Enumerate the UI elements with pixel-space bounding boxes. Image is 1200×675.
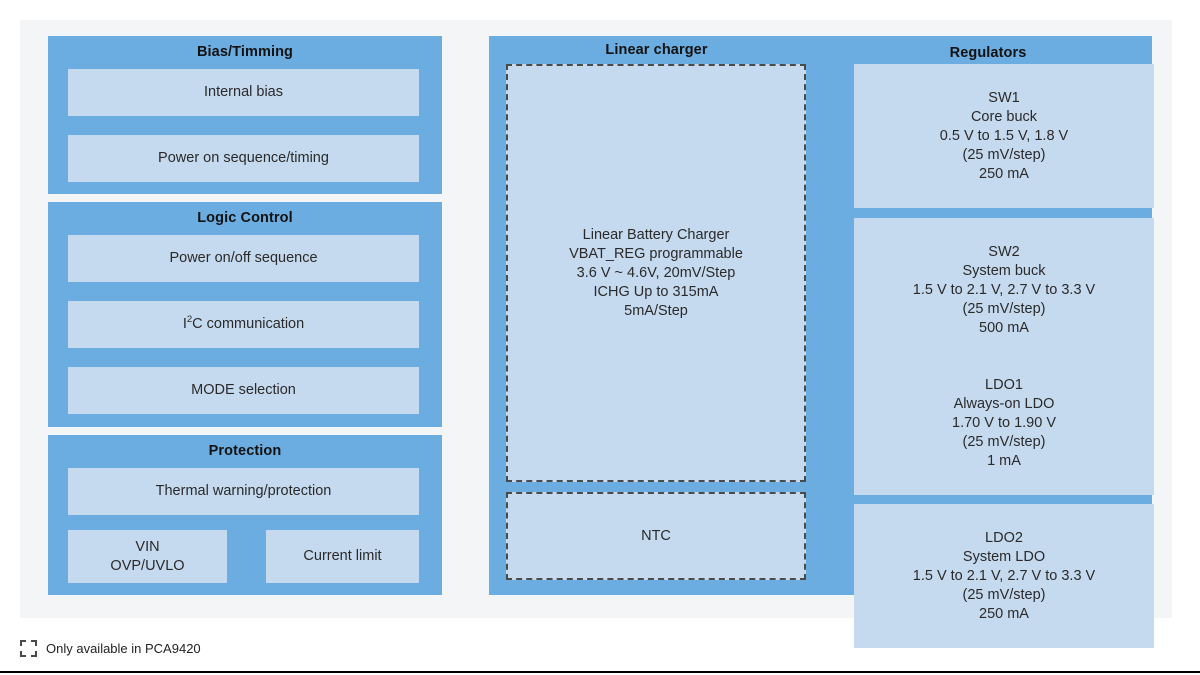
group-regulators-title: Regulators xyxy=(949,45,1027,61)
block-line: Power on/off sequence xyxy=(169,250,318,266)
block-line: Internal bias xyxy=(204,84,283,100)
block-line: (25 mV/step) xyxy=(962,300,1046,317)
block-line: VIN xyxy=(135,538,160,555)
block-line: I2C communication xyxy=(182,314,305,332)
dashed-box-icon xyxy=(20,640,37,657)
block-line: System LDO xyxy=(962,548,1046,565)
block-line: (25 mV/step) xyxy=(962,146,1046,163)
block-line: Always-on LDO xyxy=(953,395,1055,412)
block-internal-bias: Internal bias xyxy=(68,69,419,116)
block-line: LDO2 xyxy=(985,529,1023,546)
block-line: (25 mV/step) xyxy=(962,433,1046,450)
block-line: 5mA/Step xyxy=(624,302,688,319)
block-line: Core buck xyxy=(970,108,1038,125)
block-line: 1 mA xyxy=(987,452,1021,469)
group-bias-timing-title: Bias/Timming xyxy=(196,44,293,60)
legend-label: Only available in PCA9420 xyxy=(46,641,201,656)
legend: Only available in PCA9420 xyxy=(20,640,201,657)
block-line: Power on sequence/timing xyxy=(158,150,329,166)
block-i2c-communication: I2C communication xyxy=(68,301,419,348)
group-protection: Protection Thermal warning/protection VI… xyxy=(48,435,442,595)
group-charger-and-regulators: Linear charger Linear Battery Charger VB… xyxy=(489,36,1154,648)
block-line: 250 mA xyxy=(979,605,1029,622)
group-logic-control-title: Logic Control xyxy=(197,210,293,226)
block-line: 1.5 V to 2.1 V, 2.7 V to 3.3 V xyxy=(912,281,1096,298)
block-ldo1: LDO1 Always-on LDO 1.70 V to 1.90 V (25 … xyxy=(854,351,1154,495)
block-power-on-off-sequence: Power on/off sequence xyxy=(68,235,419,282)
block-line: System buck xyxy=(962,262,1046,279)
bottom-divider xyxy=(0,671,1200,673)
block-line: 0.5 V to 1.5 V, 1.8 V xyxy=(939,127,1069,144)
block-line: ICHG Up to 315mA xyxy=(593,283,719,300)
diagram-canvas: Bias/Timming Internal bias Power on sequ… xyxy=(20,20,1172,648)
block-line: (25 mV/step) xyxy=(962,586,1046,603)
block-linear-battery-charger: Linear Battery Charger VBAT_REG programm… xyxy=(506,64,806,482)
block-line: 1.70 V to 1.90 V xyxy=(952,414,1056,431)
block-ldo2: LDO2 System LDO 1.5 V to 2.1 V, 2.7 V to… xyxy=(854,504,1154,648)
block-line: SW2 xyxy=(988,243,1020,260)
group-bias-timing: Bias/Timming Internal bias Power on sequ… xyxy=(48,36,442,194)
block-sw1: SW1 Core buck 0.5 V to 1.5 V, 1.8 V (25 … xyxy=(854,64,1154,208)
block-line: OVP/UVLO xyxy=(110,557,185,574)
block-line: SW1 xyxy=(988,89,1020,106)
group-protection-title: Protection xyxy=(208,443,282,459)
block-line: Linear Battery Charger xyxy=(582,226,730,243)
block-sw2: SW2 System buck 1.5 V to 2.1 V, 2.7 V to… xyxy=(854,218,1154,362)
block-line: 3.6 V ~ 4.6V, 20mV/Step xyxy=(576,264,736,281)
block-line: NTC xyxy=(641,527,671,544)
block-mode-selection: MODE selection xyxy=(68,367,419,414)
block-ntc: NTC xyxy=(506,492,806,580)
group-linear-charger-title: Linear charger xyxy=(605,42,708,58)
group-logic-control: Logic Control Power on/off sequence I2C … xyxy=(48,202,442,427)
block-line: MODE selection xyxy=(191,382,296,398)
block-line: 250 mA xyxy=(979,165,1029,182)
block-line: VBAT_REG programmable xyxy=(569,245,743,262)
block-line: Current limit xyxy=(303,548,382,564)
block-thermal-warning-protection: Thermal warning/protection xyxy=(68,468,419,515)
block-power-on-sequence-timing: Power on sequence/timing xyxy=(68,135,419,182)
block-line: 1.5 V to 2.1 V, 2.7 V to 3.3 V xyxy=(912,567,1096,584)
block-current-limit: Current limit xyxy=(266,530,419,583)
block-vin-ovp-uvlo: VIN OVP/UVLO xyxy=(68,530,227,583)
block-line: LDO1 xyxy=(985,376,1023,393)
block-line: 500 mA xyxy=(979,319,1029,336)
block-line: Thermal warning/protection xyxy=(155,483,332,499)
